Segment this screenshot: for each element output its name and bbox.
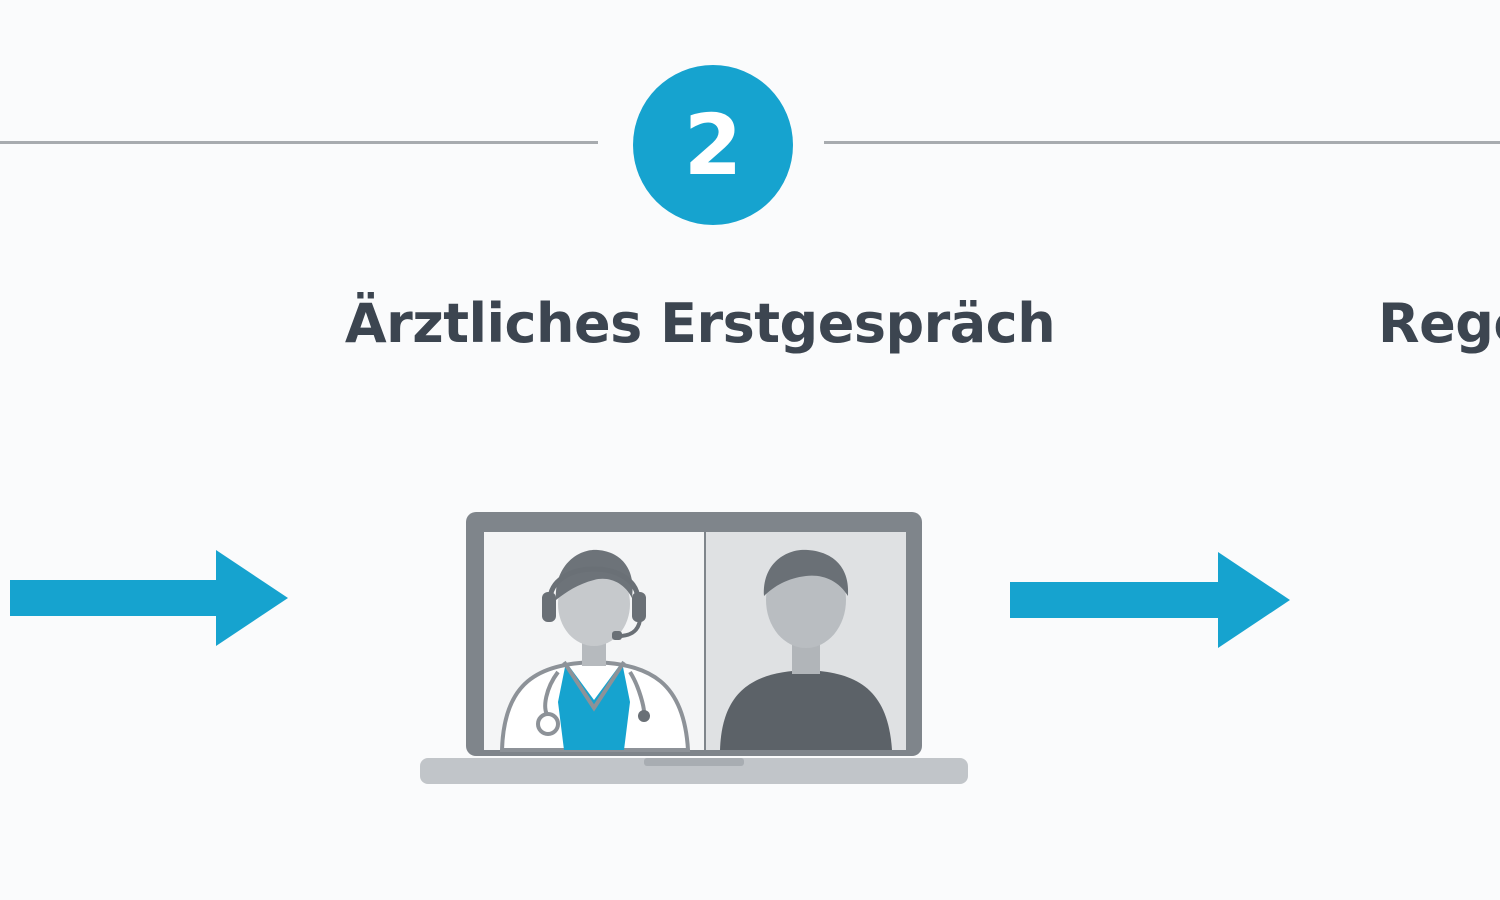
laptop-icon: [420, 512, 968, 784]
patient-avatar-icon: [720, 549, 892, 750]
arrow-right-icon: [1010, 552, 1290, 648]
timeline-line-left: [0, 141, 598, 144]
step-title: Ärztliches Erstgespräch: [344, 292, 1056, 355]
arrow-right-icon: [10, 550, 288, 646]
laptop-notch: [644, 758, 744, 766]
next-step-title: Rege: [1378, 292, 1500, 355]
timeline-line-right: [824, 141, 1500, 144]
step-number-badge: 2: [633, 65, 793, 225]
doctor-headset-icon: [499, 549, 691, 752]
step-number: 2: [683, 96, 743, 194]
laptop-base: [420, 758, 968, 784]
